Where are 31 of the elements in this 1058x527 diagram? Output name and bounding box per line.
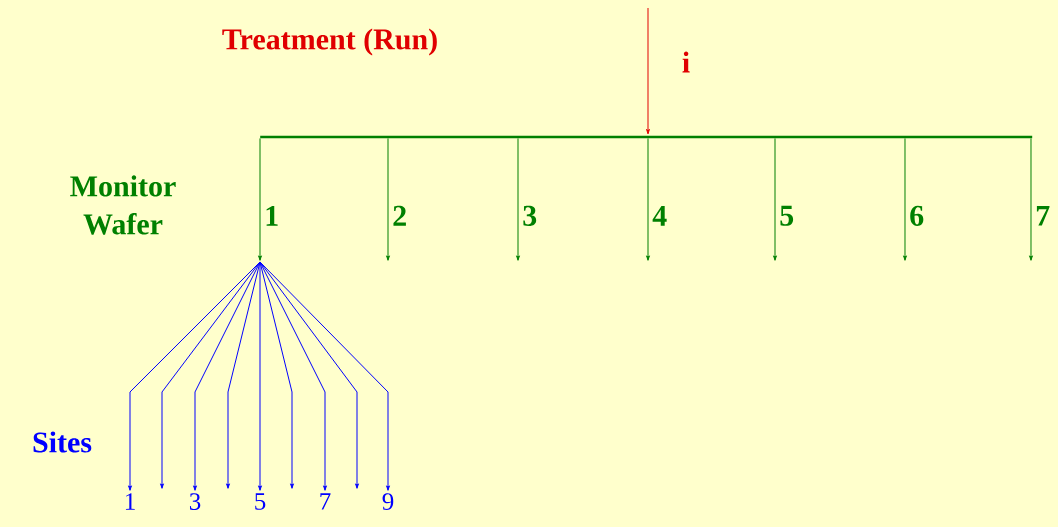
arrow bbox=[259, 261, 390, 491]
arrow bbox=[258, 261, 262, 491]
arrow bbox=[903, 137, 907, 261]
wafer-number: 6 bbox=[910, 205, 924, 226]
label-text: Monitor Wafer bbox=[70, 175, 176, 235]
arrow bbox=[1029, 137, 1033, 261]
wafer-number: 2 bbox=[393, 205, 406, 226]
wafer-number: 5 bbox=[780, 205, 794, 226]
site-number: 7 bbox=[320, 493, 331, 510]
edge-label: i bbox=[680, 50, 692, 74]
arrow bbox=[259, 261, 359, 489]
arrow bbox=[386, 137, 390, 261]
arrow bbox=[259, 261, 294, 489]
arrow bbox=[193, 261, 261, 491]
site-number: 9 bbox=[382, 493, 394, 510]
arrow bbox=[646, 7, 650, 135]
wafer-number: 1 bbox=[266, 205, 278, 226]
site-number: 5 bbox=[255, 493, 266, 510]
label-text: Treatment (Run) bbox=[222, 28, 437, 56]
arrow bbox=[258, 137, 262, 261]
arrow bbox=[516, 137, 520, 261]
wafer-number: 7 bbox=[1036, 205, 1050, 226]
wafer-number: 4 bbox=[652, 205, 667, 226]
arrow bbox=[773, 137, 777, 261]
label-text: Sites bbox=[33, 431, 92, 453]
site-number: 3 bbox=[189, 493, 201, 510]
arrow bbox=[160, 261, 261, 489]
arrow bbox=[646, 137, 650, 261]
wafer-number: 3 bbox=[523, 205, 537, 226]
bar bbox=[260, 135, 1033, 139]
site-number: 1 bbox=[125, 493, 135, 510]
